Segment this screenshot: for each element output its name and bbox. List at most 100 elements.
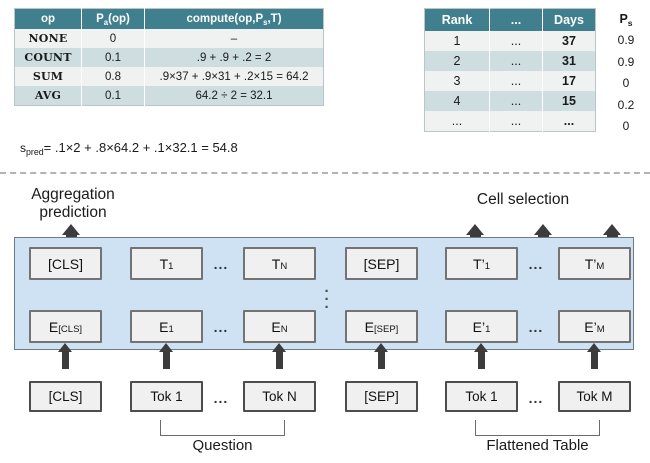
rank-value: 4 [424, 91, 490, 111]
cell-label: T [271, 255, 281, 272]
input-arrow [159, 343, 173, 377]
output-cell-sep: [SEP] [345, 247, 418, 280]
cell-sub: 1 [168, 324, 174, 336]
flattened-table-group-label: Flattened Table [486, 437, 589, 454]
arrow-head-icon [466, 224, 484, 235]
op-compute: .9×37 + .9×31 + .2×15 = 64.2 [159, 70, 309, 83]
arrow-shaft [275, 352, 283, 369]
op-name: AVG [14, 86, 82, 106]
dot: · [324, 299, 330, 316]
output-cell-tm-prime: T’M [558, 247, 631, 280]
cell-sub: [SEP] [374, 324, 399, 336]
ps-value: 0.9 [617, 54, 635, 69]
rank-table-header-days: Days [542, 8, 596, 31]
cell-sub: [CLS] [58, 324, 83, 336]
rank-value: 2 [424, 51, 490, 71]
ps-head-main: P [619, 12, 628, 26]
dot: · [324, 283, 330, 300]
token-row-ellipsis: ... [528, 390, 544, 406]
op-compute: .9 + .9 + .2 = 2 [196, 51, 272, 64]
spred-equation: = .1×2 + .8×64.2 + .1×32.1 = 54.8 [43, 140, 238, 155]
rank-table-header-mid: ... [489, 8, 543, 31]
output-cell-t1-prime: T’1 [445, 247, 518, 280]
days-value: 31 [562, 54, 576, 68]
table-row: NONE 0 – [14, 29, 324, 48]
agg-label-line1: Aggregation [31, 186, 115, 203]
table-row: COUNT 0.1 .9 + .9 + .2 = 2 [14, 48, 324, 67]
pa-main: P [96, 13, 104, 25]
output-row-ellipsis: ... [528, 256, 544, 272]
input-arrow [474, 343, 488, 377]
token-cell-cls: [CLS] [29, 381, 102, 412]
mid-value: ... [489, 71, 543, 91]
pa-sub: a [103, 17, 109, 27]
table-row: ... ... ... [424, 111, 596, 132]
embedding-cell-e1-prime: E’1 [445, 310, 518, 343]
ps-value: 0.2 [617, 97, 635, 112]
spred-formula: spred= .1×2 + .8×64.2 + .1×32.1 = 54.8 [20, 140, 238, 157]
op-prob: 0.1 [81, 48, 145, 67]
arrow-shaft [61, 352, 69, 369]
op-compute: – [230, 32, 238, 45]
cell-label: T [159, 255, 169, 272]
table-row: AVG 0.1 64.2 ÷ 2 = 32.1 [14, 86, 324, 106]
cell-label: T [473, 255, 482, 272]
mid-value: ... [489, 31, 543, 51]
rank-value: 3 [424, 71, 490, 91]
ps-value: 0 [622, 119, 630, 133]
table-row: 1 ... 37 [424, 31, 596, 51]
input-arrow [58, 343, 72, 377]
arrow-shaft [377, 352, 385, 369]
token-cell-tokn-question: Tok N [243, 381, 316, 412]
arrow-shaft [162, 352, 170, 369]
token-cell-tok1-question: Tok 1 [130, 381, 203, 412]
embedding-cell-em-prime: E’M [558, 310, 631, 343]
token-cell-tokm-table: Tok M [558, 381, 631, 412]
flattened-table-brace [475, 420, 600, 436]
prime-mark: ’ [481, 318, 486, 335]
prime-mark: ’ [481, 255, 485, 272]
input-arrow [587, 343, 601, 377]
question-group-label: Question [192, 437, 253, 454]
rank-value: 1 [424, 31, 490, 51]
cell-label: [CLS] [47, 255, 83, 272]
embedding-cell-cls: E[CLS] [29, 310, 102, 343]
op-table-header-row: op Pa(op) compute(op,Ps,T) [14, 8, 324, 29]
arrow-head-icon [534, 224, 552, 235]
rank-table-header-rank: Rank [424, 8, 490, 31]
cell-label: [SEP] [363, 255, 400, 272]
arrow-head-icon [58, 343, 72, 352]
aggregation-op-table: op Pa(op) compute(op,Ps,T) NONE 0 – COUN… [14, 8, 324, 106]
op-table-header-pa: Pa(op) [81, 8, 145, 29]
flattened-source-table: Rank ... Days 1 ... 37 2 ... 31 3 ... 17… [424, 8, 596, 132]
compute-sub: s [263, 17, 268, 27]
section-divider [0, 172, 650, 174]
rank-table-body: 1 ... 37 2 ... 31 3 ... 17 4 ... 15 ... … [424, 31, 596, 132]
mid-value: ... [489, 111, 543, 132]
table-row: SUM 0.8 .9×37 + .9×31 + .2×15 = 64.2 [14, 67, 324, 86]
arrow-head-icon [603, 224, 621, 235]
cell-label: E [271, 318, 281, 335]
input-arrow [272, 343, 286, 377]
cell-sub: M [596, 324, 605, 336]
spred-label: s [20, 141, 26, 155]
spred-label-sub: pred [26, 146, 44, 157]
prime-mark: ’ [593, 255, 597, 272]
op-table-header-compute: compute(op,Ps,T) [144, 8, 324, 29]
arrow-shaft [477, 352, 485, 369]
rank-value: ... [424, 111, 490, 132]
cell-sub: N [280, 261, 288, 273]
cell-label: E [159, 318, 169, 335]
days-value: 17 [562, 74, 576, 88]
vertical-ellipsis: · · · [322, 283, 332, 316]
cell-label: E [48, 318, 59, 335]
arrow-head-icon [272, 343, 286, 352]
embedding-cell-sep: E[SEP] [345, 310, 418, 343]
ps-head-sub: s [627, 17, 633, 28]
op-table-body: NONE 0 – COUNT 0.1 .9 + .9 + .2 = 2 SUM … [14, 29, 324, 106]
arrow-head-icon [159, 343, 173, 352]
token-cell-tok1-table: Tok 1 [445, 381, 518, 412]
